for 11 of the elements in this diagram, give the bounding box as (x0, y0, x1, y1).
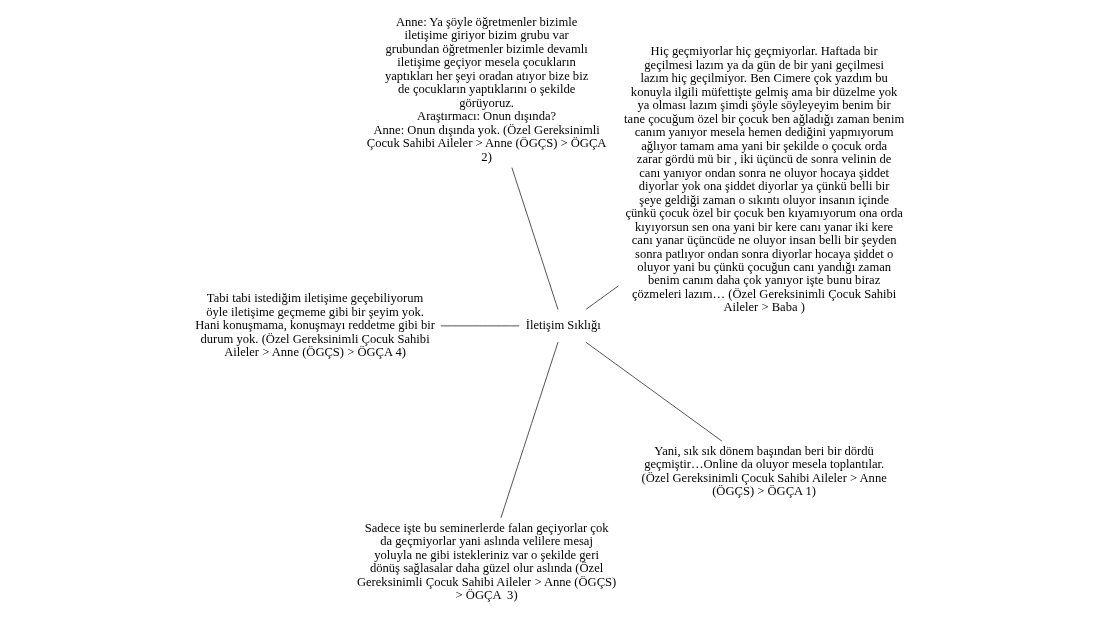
connector (510, 167, 558, 311)
connector (585, 285, 619, 310)
connector (500, 341, 558, 519)
connector (585, 341, 722, 442)
node-text: Anne: Ya şöyle öğretmenler bizimle iletişime giriyor bizim grubu var grubundan öğretmenler bizimle devamlı iletişime geçiyor mesela çocukların yaptıkları her şeyi oradan atıyor bize biz de çocukların yaptıklarını o şekilde görüyoruz. Araştırmacı: Onun dışında? Anne: Onun dışında yok. (Özel Gereksinimli Çocuk Sahibi Aileler > Anne (ÖGÇS) > ÖGÇA 2) (366, 14, 606, 164)
node-text: Hiç geçmiyorlar hiç geçmiyorlar. Haftada bir geçilmesi lazım ya da gün de bir yani geçilmesi lazım hiç geçilmiyor. Ben Cimere çok yazdım bu konuyla ilgili müfettişte gelmiş ama bir düzelme yok ya olması lazım şimdi şöyle söyleyeyim benim bir tane çocuğum özel bir çocuk ben ağladığı zaman benim canım yanıyor mesela hemen dediğini yapmıyorum ağlıyor tamam ama yani bir şekilde o çocuk orda zarar gördü mü bir , iki üçüncü de sonra velinin de canı yanıyor ondan sonra ne oluyor hocaya şiddet diyorlar yok ona şiddet diyorlar ya çünkü belli bir şeye geldiği zaman o sıkıntı oluyor insanın içinde çünkü çocuk özel bir çocuk ben kıyamıyorum ona orda kıyıyorsun sen ona yani bir kere canı yanar iki kere canı yanar üçüncüde ne oluyor insan belli bir şeyden sonra patlıyor ondan sonra diyorlar hocaya şiddet o oluyor yani bu çünkü çocuğun canı yandığı zaman benim canım daha çok yanıyor işte bunu biraz çözmeleri lazım… (Özel Gereksinimli Çocuk Sahibi Aileler > Baba ) (623, 44, 904, 315)
node-text: İletişim Sıklığı (525, 318, 601, 333)
node-text: Sadece işte bu seminerlerde falan geçiyorlar çok da geçmiyorlar yani aslında velilere mesaj yoluyla ne gibi istekleriniz var o şekilde geri dönüş sağlasalar daha güzel olur aslında (Özel Gereksinimli Çocuk Sahibi Aileler > Anne (ÖGÇS) > ÖGÇA 3) (356, 520, 616, 602)
connector (439, 325, 520, 327)
node-text: Tabi tabi istediğim iletişime geçebiliyorum öyle iletişime geçmeme gibi bir şeyim yok. Hani konuşmama, konuşmayı reddetme gibi bir durum yok. (Özel Gereksinimli Çocuk Sahibi Aileler > Anne (ÖGÇS) > ÖGÇA 4) (194, 291, 435, 360)
node-text: Yani, sık sık dönem başından beri bir dördü geçmiştir…Online da oluyor mesela toplantılar. (Özel Gereksinimli Çocuk Sahibi Aileler > Anne (ÖGÇS) > ÖGÇA 1) (640, 443, 887, 499)
